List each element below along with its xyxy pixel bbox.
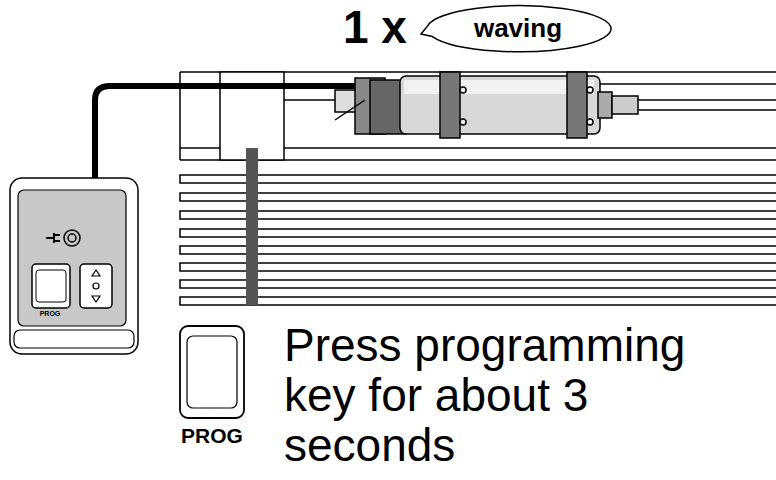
key-label: PROG bbox=[170, 424, 254, 447]
button-label: PROG bbox=[30, 310, 70, 318]
slats bbox=[180, 160, 776, 305]
speech-bubble: waving bbox=[425, 4, 611, 52]
count-label: 1 x bbox=[343, 2, 407, 53]
instruction-text: Press programming key for about 3 second… bbox=[284, 320, 754, 470]
control-unit bbox=[10, 178, 138, 354]
motor-cable bbox=[95, 86, 372, 178]
bubble-text: waving bbox=[425, 13, 611, 44]
ladder-cord bbox=[246, 148, 258, 304]
prog-key bbox=[180, 326, 244, 418]
tubular-motor bbox=[335, 72, 638, 138]
